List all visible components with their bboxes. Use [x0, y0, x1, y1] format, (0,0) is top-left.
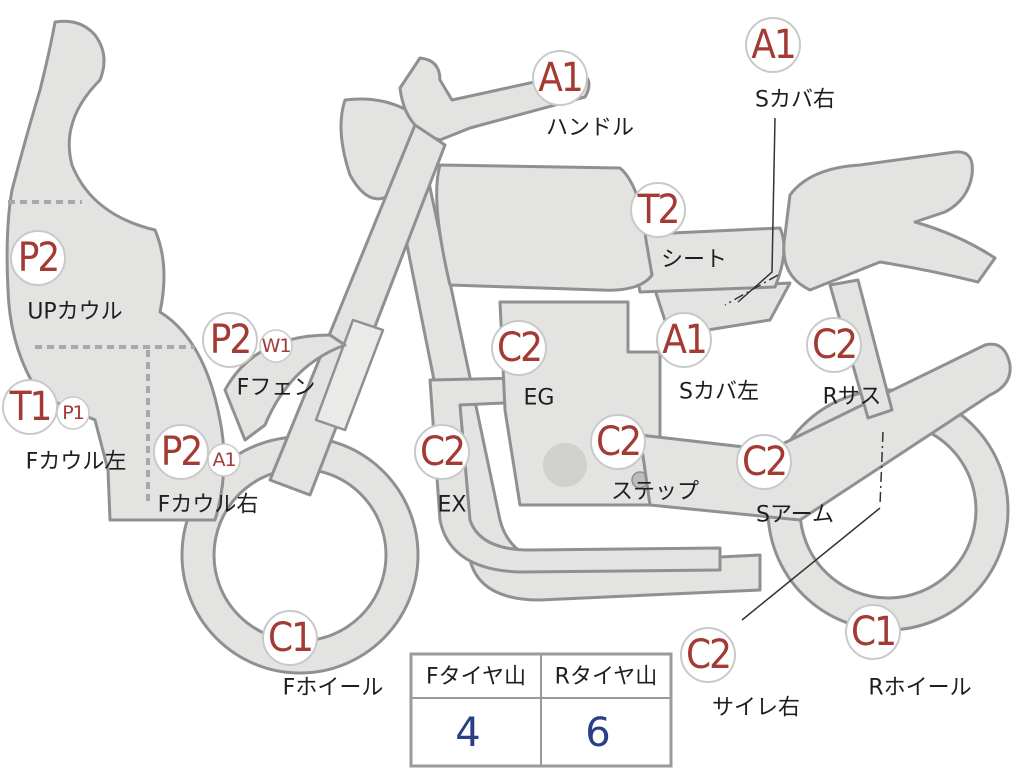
rear-suspension-grade: C2 — [812, 322, 856, 368]
engine-grade: C2 — [497, 325, 541, 371]
rear-suspension-grade-circle — [806, 317, 862, 373]
exhaust-pipe-shape — [428, 376, 722, 574]
step-marker: C2 ステップ — [590, 414, 699, 505]
front-tire-header: Fタイヤ山 — [426, 665, 526, 690]
front-wheel-grade-circle — [262, 610, 318, 666]
bike-silhouette — [5, 19, 1012, 675]
silencer-right-grade-circle — [680, 627, 736, 683]
side-cover-left-marker: A1 Sカバ左 — [656, 312, 759, 405]
rear-tire-value: 6 — [585, 710, 610, 756]
up-cowl-label: UPカウル — [27, 300, 122, 325]
rear-wheel-grade: C1 — [851, 609, 895, 655]
front-cowl-left-sub-circle — [56, 396, 90, 430]
silencer-right-marker: C2 サイレ右 — [680, 627, 800, 721]
front-cowl-right-sub-circle — [207, 443, 241, 477]
front-wheel-grade: C1 — [268, 615, 312, 661]
silencer-right-grade: C2 — [686, 632, 730, 678]
rear-wheel-grade-circle — [845, 604, 901, 660]
rear-wheel-label: Rホイール — [868, 676, 971, 701]
handle-grade-circle — [532, 50, 588, 106]
cowl-shape — [5, 19, 226, 522]
silencer-leader — [741, 507, 881, 621]
front-fender-grade-circle — [202, 312, 258, 368]
seat-label: シート — [661, 248, 727, 273]
seat-grade-circle — [630, 182, 686, 238]
engine-cover-circle — [543, 443, 587, 487]
front-fender-label: Fフェン — [237, 376, 316, 401]
handle-grade: A1 — [538, 55, 582, 101]
engine-label: EG — [524, 386, 555, 411]
rear-tire-header: Rタイヤ山 — [555, 665, 658, 690]
side-cover-left-grade-circle — [656, 312, 712, 368]
side-cover-right-grade-circle — [745, 17, 801, 73]
front-cowl-right-label: Fカウル右 — [158, 493, 259, 518]
up-cowl-grade-circle — [10, 230, 66, 286]
swing-arm-grade-circle — [736, 434, 792, 490]
cowl-dividers — [8, 200, 195, 505]
side-cover-left-label: Sカバ左 — [679, 380, 759, 405]
seat-grade: T2 — [637, 187, 679, 233]
front-wheel-label: Fホイール — [283, 676, 384, 701]
front-cowl-left-sub-grade: P1 — [62, 402, 84, 424]
side-cover-right-label: Sカバ右 — [755, 88, 835, 113]
exhaust-label: EX — [438, 493, 467, 518]
side-cover-right-leader — [737, 117, 776, 303]
swing-arm-grade: C2 — [742, 439, 786, 485]
exhaust-grade: C2 — [420, 429, 464, 475]
handle-label: ハンドル — [546, 116, 634, 141]
leader-lines — [724, 117, 884, 621]
front-cowl-left-label: Fカウル左 — [26, 450, 127, 475]
front-fender-sub-circle — [259, 329, 293, 363]
front-cowl-left-grade: T1 — [9, 384, 51, 430]
front-tire-value: 4 — [455, 710, 480, 756]
frame-down-tube — [388, 138, 762, 602]
rear-suspension-marker: C2 Rサス — [806, 317, 882, 410]
front-fender-sub-grade: W1 — [262, 335, 291, 357]
silencer-right-label: サイレ右 — [712, 696, 800, 721]
step-grade: C2 — [596, 419, 640, 465]
up-cowl-grade: P2 — [18, 235, 59, 281]
front-cowl-right-grade-circle — [153, 424, 209, 480]
fuel-tank-shape — [435, 163, 654, 292]
step-label: ステップ — [611, 480, 699, 505]
front-cowl-right-grade: P2 — [161, 429, 202, 475]
rear-suspension-label: Rサス — [823, 385, 882, 410]
front-wheel-marker: C1 Fホイール — [262, 610, 384, 701]
step-grade-circle — [590, 414, 646, 470]
engine-grade-circle — [491, 320, 547, 376]
handle-marker: A1 ハンドル — [532, 50, 634, 141]
swing-arm-shape — [638, 342, 1012, 522]
fork-guard-shape — [314, 318, 385, 432]
engine-marker: C2 EG — [491, 320, 555, 411]
front-fender-marker: P2 W1 Fフェン — [202, 312, 316, 401]
seat-tail-shape — [782, 150, 997, 292]
tire-tread-table: Fタイヤ山 Rタイヤ山 4 6 — [409, 652, 673, 768]
front-cowl-right-marker: P2 A1 Fカウル右 — [153, 424, 259, 518]
side-cover-right-marker: A1 Sカバ右 — [745, 17, 835, 113]
rear-wheel-marker: C1 Rホイール — [845, 604, 972, 701]
side-cover-right-grade: A1 — [751, 22, 795, 68]
exhaust-grade-circle — [414, 424, 470, 480]
front-fender-grade: P2 — [210, 317, 251, 363]
swing-arm-marker: C2 Sアーム — [736, 434, 834, 528]
silencer-leader-dash — [879, 431, 884, 506]
front-cowl-left-grade-circle — [2, 379, 58, 435]
up-cowl-marker: P2 UPカウル — [10, 230, 123, 325]
seat-marker: T2 シート — [630, 182, 727, 273]
front-cowl-left-marker: T1 P1 Fカウル左 — [2, 379, 127, 475]
exhaust-marker: C2 EX — [414, 424, 470, 518]
front-cowl-right-sub-grade: A1 — [212, 449, 235, 471]
front-fork-shape — [268, 123, 447, 497]
swing-arm-label: Sアーム — [756, 503, 834, 528]
side-cover-left-grade: A1 — [662, 317, 706, 363]
